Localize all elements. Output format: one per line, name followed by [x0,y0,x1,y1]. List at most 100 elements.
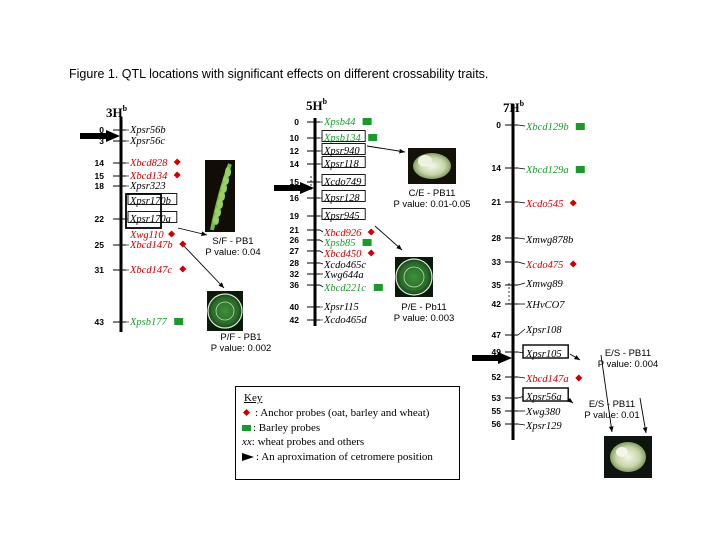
marker-position: 14 [95,158,105,168]
arrow-ce [366,145,406,154]
photo-embryo-es [604,436,652,478]
marker-position: 47 [492,330,502,340]
marker-name: Xbcd147a [525,374,569,385]
chromosome-label: 7Hb [503,99,525,115]
marker-connector [517,124,526,127]
marker-Xcdo475: 33 Xcdo475 [492,257,577,271]
marker-Xpsb177: 43 Xpsb177 [95,317,184,328]
marker-connector [517,237,526,240]
barley-square-icon [362,118,372,125]
marker-position: 43 [95,317,105,327]
marker-name: Xpsb177 [129,317,168,328]
marker-Xwg110: Xwg110 [129,230,176,241]
marker-position: 25 [95,240,105,250]
marker-Xpsr170b: Xpsr170b [127,193,178,207]
marker-position: 18 [95,181,105,191]
marker-position: 52 [492,372,502,382]
chromosome-label-sup: b [520,99,525,108]
legend-centromere-text: : An aproximation of cetromere position [256,451,433,463]
chromosome-label-sup: b [123,104,128,113]
arrow-es1 [569,353,581,361]
centromere-arrow-icon [274,182,314,194]
marker-name: Xpsr170a [129,214,171,225]
marker-name: XHvCO7 [525,300,565,311]
marker-name: Xpsr115 [323,302,359,313]
marker-name: Xbcd129b [525,122,569,133]
marker-position: 14 [290,159,300,169]
others-symbol: xx [242,436,252,448]
anchor-diamond-icon [367,228,375,236]
barley-square-icon [362,239,372,246]
marker-name: Xwg380 [525,407,561,418]
arrow-sf [177,227,208,236]
annotation-es2: E/S - PB11 P value: 0.01 [574,399,650,421]
marker-position: 33 [492,257,502,267]
marker-name: Xcdo465c [323,260,366,271]
marker-name: Xbcd134 [129,171,168,182]
marker-name: Xcdo465d [323,315,367,326]
marker-position: 53 [492,393,502,403]
barley-square-icon [174,318,184,325]
figure-caption: Figure 1. QTL locations with significant… [69,67,489,81]
annotation-ce: C/E - PB11 P value: 0.01-0.05 [386,188,478,210]
marker-connector [319,239,324,243]
marker-name: Xmwg89 [525,279,564,290]
anchor-diamond-icon [168,230,176,238]
marker-name: Xpsr56a [525,392,562,403]
centromere-arrow-icon [80,130,120,142]
photo-petri-dish-2 [395,257,433,297]
anchor-diamond-icon [179,240,187,248]
marker-Xwg644a: 32 Xwg644a [290,269,364,281]
anchor-diamond-icon [575,374,583,382]
sf-pvalue: P value: 0.04 [205,247,261,258]
marker-name: Xwg644a [323,270,364,281]
marker-position: 0 [496,120,501,130]
marker-name: Xpsr129 [525,421,562,432]
marker-connector [319,229,324,233]
marker-position: 21 [290,225,300,235]
marker-box [321,143,366,155]
anchor-diamond-icon [367,249,375,257]
marker-position: 42 [290,315,300,325]
marker-name: Xcdo749 [323,177,362,188]
photo-petri-dish-1 [207,291,243,331]
qtl-box [125,193,162,229]
es1-pvalue: P value: 0.004 [597,359,659,370]
marker-name: Xpsr118 [323,159,360,170]
marker-name: Xpsr940 [323,146,360,157]
marker-name: Xpsr56c [129,136,165,147]
marker-Xpsr56a: 53 Xpsr56a [492,387,569,403]
legend-anchor: : Anchor probes (oat, barley and wheat) [242,407,429,419]
marker-name: Xbcd147b [129,240,173,251]
marker-name: Xwg110 [129,230,164,241]
marker-name: Xbcd147c [129,265,172,276]
marker-connector [517,328,526,336]
marker-position: 32 [290,269,300,279]
marker-Xpsr115: 40 Xpsr115 [290,302,359,313]
marker-position: 40 [290,302,300,312]
legend-barley: : Barley probes [242,422,320,434]
marker-name: Xpsb85 [323,238,356,249]
marker-Xpsr118: 14 Xpsr118 [290,156,366,170]
legend-others: xx: wheat probes and others [242,436,364,448]
barley-square-icon [368,134,378,141]
marker-name: Xcdo475 [525,260,563,271]
arrow-photo-es2 [639,397,648,434]
es2-pvalue: P value: 0.01 [584,410,640,421]
marker-position: 28 [290,258,300,268]
barley-square-icon [242,425,251,431]
annotation-pf: P/F - PB1 P value: 0.002 [203,332,279,354]
legend-title: Key [244,392,263,404]
marker-position: 19 [290,211,300,221]
